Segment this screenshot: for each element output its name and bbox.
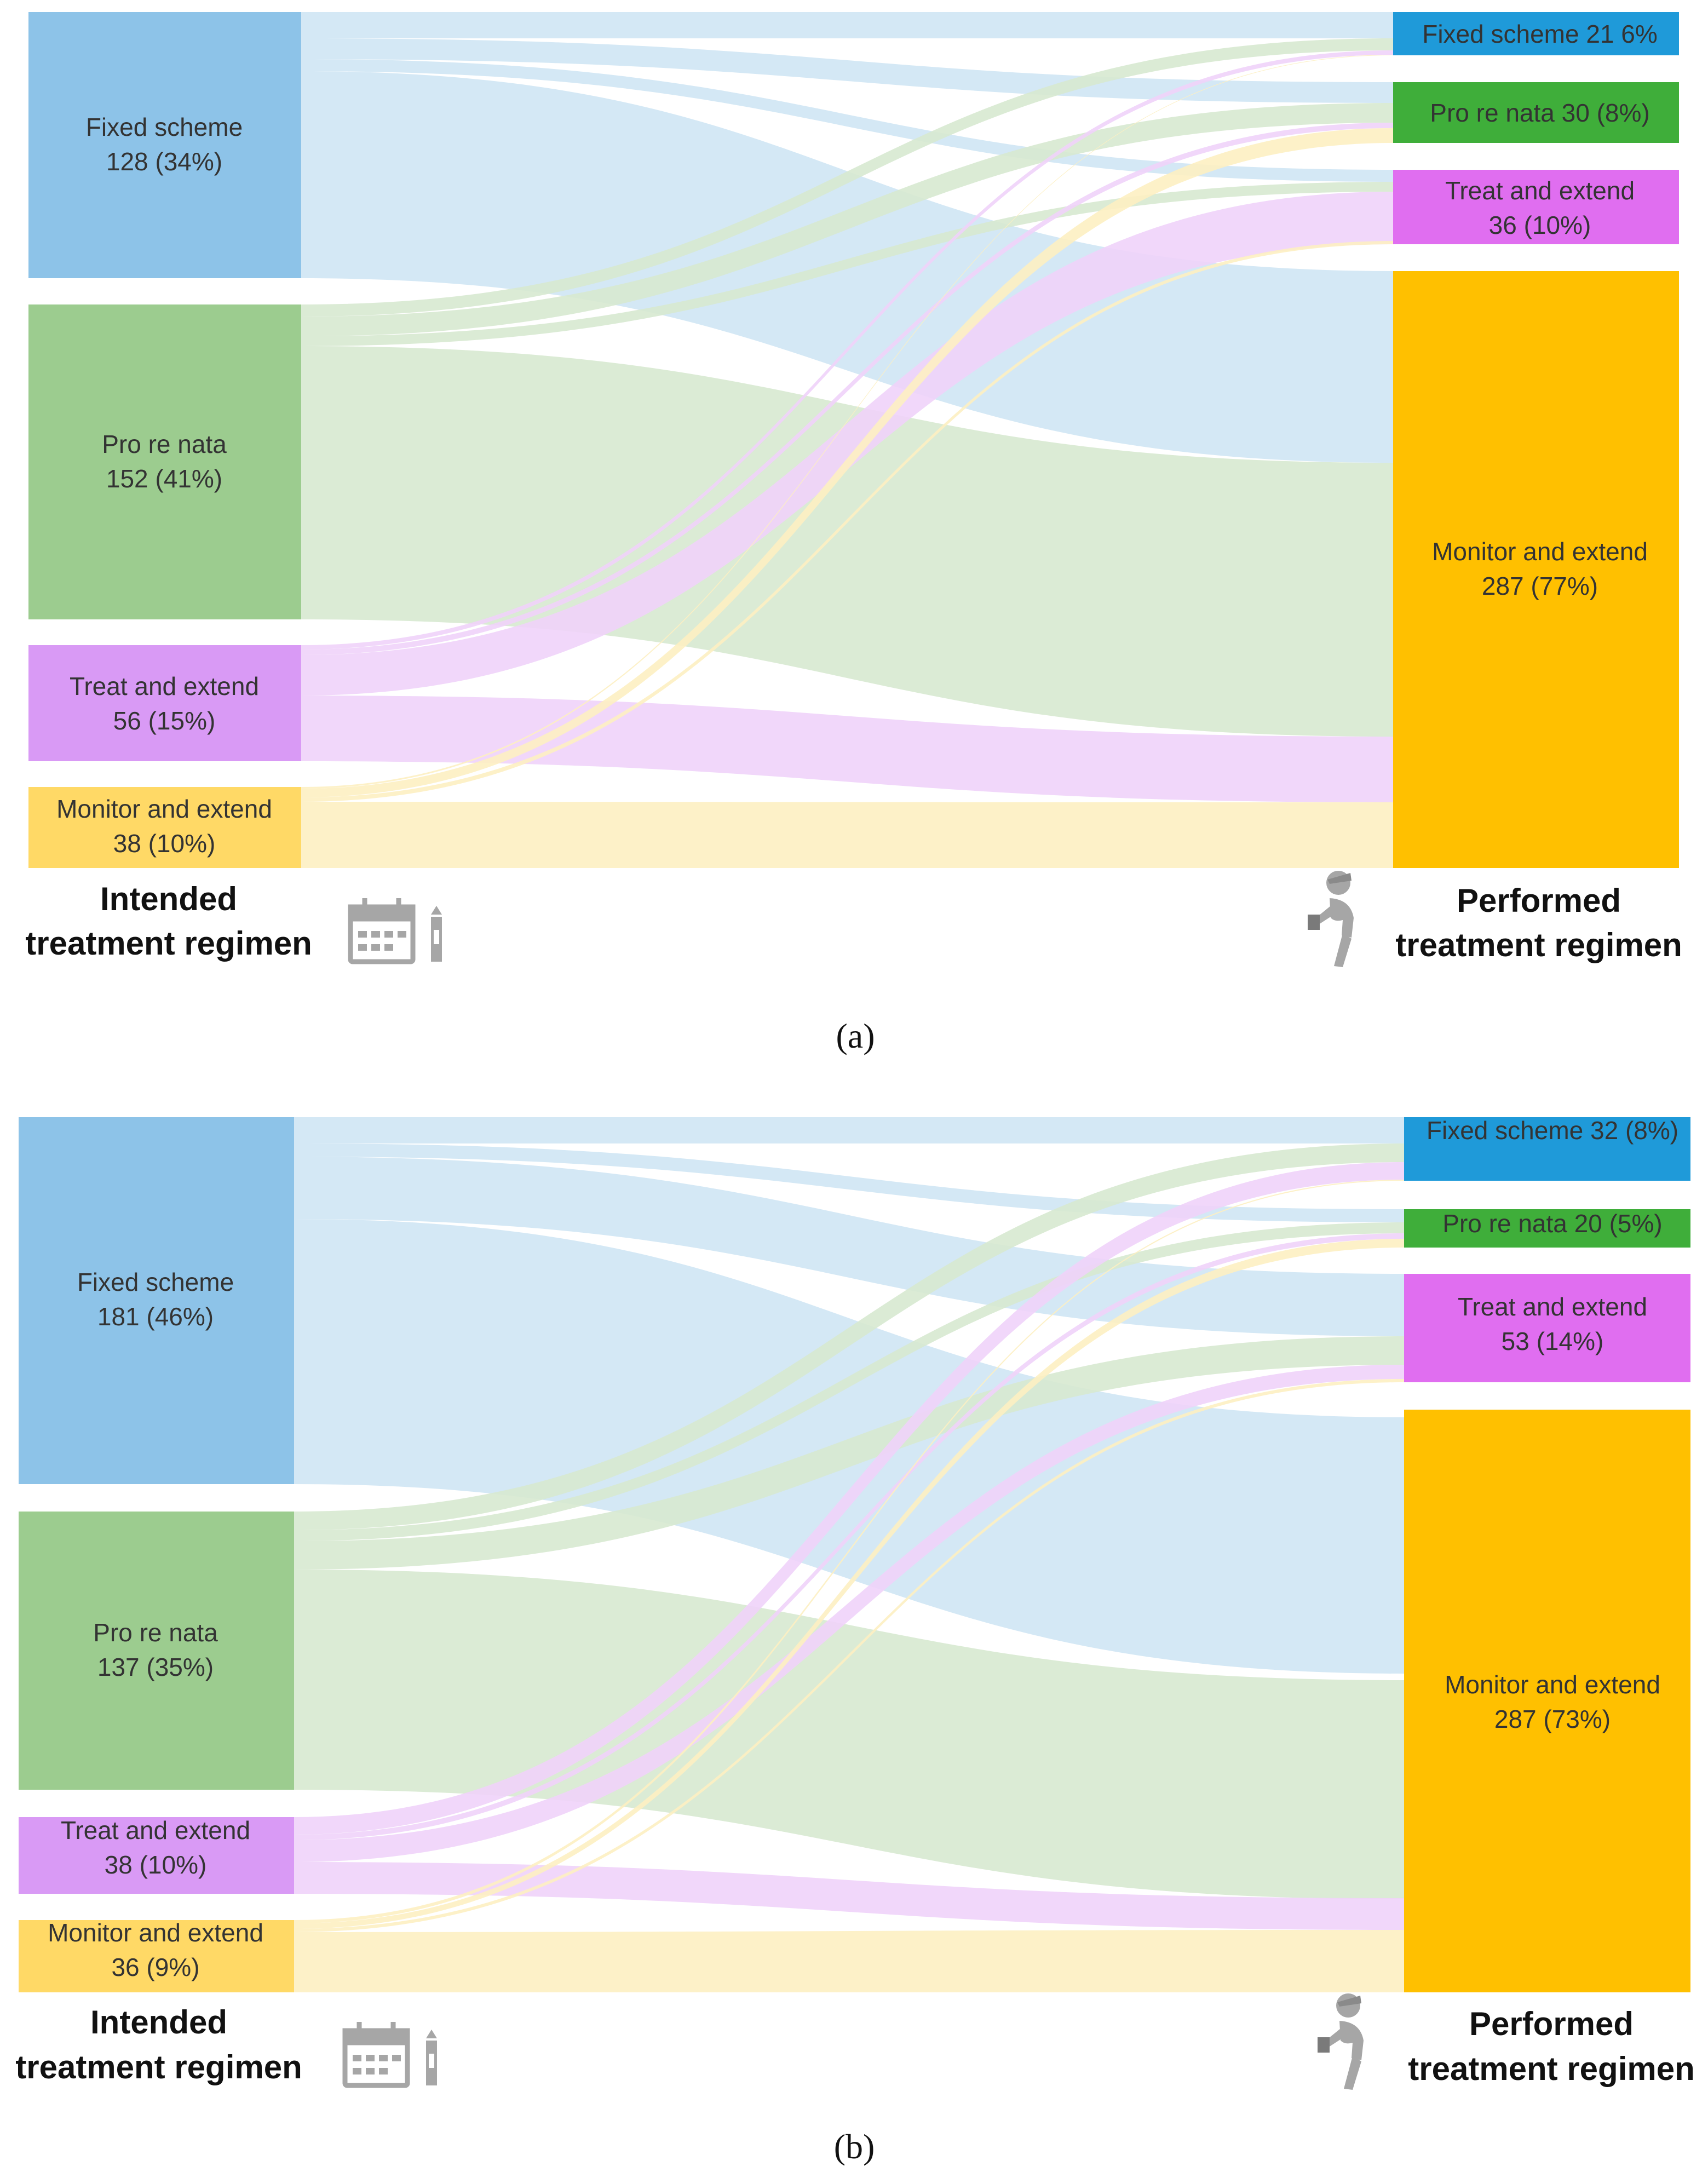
left-axis-title-line2: treatment regimen [15, 2049, 302, 2085]
left-node-value-monitor-and-extend: 38 (10%) [113, 829, 216, 858]
left-node-pro-re-nata [19, 1512, 294, 1790]
sankey-diagram-b: Fixed scheme 181 (46%) Pro re nata 137 (… [15, 1116, 1694, 2166]
right-node-fixed-scheme [1393, 12, 1679, 55]
flow-treat-and-extend-to-pro-re-nata [301, 123, 1393, 655]
right-node-fixed-scheme [1404, 1117, 1690, 1181]
left-axis-title-line2: treatment regimen [25, 925, 312, 962]
left-node-label-pro-re-nata: Pro re nata [102, 430, 227, 458]
right-node-label-monitor-and-extend: Monitor and extend [1432, 537, 1648, 566]
nodes-a [28, 12, 1679, 868]
right-node-value-monitor-and-extend: 287 (77%) [1482, 572, 1598, 600]
right-axis-title-line1: Performed [1457, 882, 1621, 919]
left-node-label-fixed-scheme: Fixed scheme [77, 1268, 234, 1296]
left-node-value-pro-re-nata: 152 (41%) [106, 464, 222, 493]
flow-pro-re-nata-to-pro-re-nata [301, 103, 1393, 336]
calendar-icon [342, 2022, 410, 2088]
right-node-label-treat-and-extend: Treat and extend [1445, 176, 1635, 205]
flow-treat-and-extend-to-monitor-and-extend [294, 1862, 1404, 1930]
flow-pro-re-nata-to-treat-and-extend [294, 1336, 1404, 1570]
pencil-icon [431, 906, 442, 962]
right-node-label-pro-re-nata: Pro re nata 20 (5%) [1442, 1209, 1662, 1238]
left-node-value-monitor-and-extend: 36 (9%) [111, 1953, 199, 1981]
flow-fixed-scheme-to-pro-re-nata [294, 1143, 1404, 1222]
flow-monitor-and-extend-to-treat-and-extend [294, 1379, 1404, 1932]
flow-treat-and-extend-to-treat-and-extend [301, 192, 1393, 696]
pencil-icon [426, 2030, 437, 2085]
flow-treat-and-extend-to-fixed-scheme [294, 1162, 1404, 1835]
flow-monitor-and-extend-to-monitor-and-extend [294, 1930, 1404, 1992]
flow-monitor-and-extend-to-pro-re-nata [294, 1239, 1404, 1929]
sankey-panel-a: Fixed scheme 128 (34%) Pro re nata 152 (… [25, 12, 1682, 1055]
flow-pro-re-nata-to-fixed-scheme [294, 1143, 1404, 1530]
flow-monitor-and-extend-to-monitor-and-extend [301, 802, 1393, 868]
left-node-label-treat-and-extend: Treat and extend [61, 1816, 250, 1844]
flow-treat-and-extend-to-treat-and-extend [294, 1365, 1404, 1862]
right-axis-title-line2: treatment regimen [1395, 927, 1682, 963]
person-icon [1308, 871, 1354, 967]
right-axis-title-line2: treatment regimen [1408, 2050, 1694, 2087]
right-node-monitor-and-extend [1404, 1410, 1690, 1992]
flows-b [294, 1117, 1404, 1992]
flow-treat-and-extend-to-fixed-scheme [301, 50, 1393, 650]
left-node-fixed-scheme [28, 12, 301, 278]
left-node-value-fixed-scheme: 128 (34%) [106, 147, 222, 176]
flow-monitor-and-extend-to-pro-re-nata [301, 128, 1393, 797]
left-axis-title-line1: Intended [100, 881, 237, 917]
panel-caption: (a) [836, 1016, 875, 1055]
left-node-label-monitor-and-extend: Monitor and extend [56, 795, 272, 823]
left-axis-title-line1: Intended [90, 2004, 227, 2041]
flow-fixed-scheme-to-pro-re-nata [301, 38, 1393, 103]
left-node-label-fixed-scheme-value: 181 (46%) [97, 1302, 214, 1331]
flow-monitor-and-extend-to-treat-and-extend [301, 241, 1393, 802]
flow-fixed-scheme-to-fixed-scheme [301, 12, 1393, 38]
left-node-fixed-scheme [19, 1117, 294, 1484]
flows-a [301, 12, 1393, 868]
right-node-treat-and-extend [1393, 170, 1679, 244]
left-node-value-treat-and-extend: 56 (15%) [113, 706, 216, 735]
person-icon [1318, 1993, 1364, 2090]
flow-treat-and-extend-to-pro-re-nata [294, 1233, 1404, 1840]
flow-pro-re-nata-to-treat-and-extend [301, 182, 1393, 346]
right-axis-title-line1: Performed [1469, 2005, 1634, 2042]
right-node-label-fixed-scheme: Fixed scheme 32 (8%) [1427, 1116, 1678, 1145]
flow-pro-re-nata-to-fixed-scheme [301, 38, 1393, 317]
right-node-label-pro-re-nata: Pro re nata 30 (8%) [1430, 99, 1649, 127]
left-node-label-pro-re-nata: Pro re nata [93, 1618, 218, 1647]
left-node-treat-and-extend [19, 1817, 294, 1894]
flow-fixed-scheme-to-treat-and-extend [301, 59, 1393, 182]
left-node-label-treat-and-extend: Treat and extend [70, 672, 259, 700]
flow-fixed-scheme-to-treat-and-extend [294, 1157, 1404, 1336]
calendar-icon [348, 898, 416, 964]
right-node-pro-re-nata [1393, 82, 1679, 143]
right-node-value-treat-and-extend: 36 (10%) [1489, 211, 1591, 239]
right-node-value-treat-and-extend: 53 (14%) [1502, 1327, 1604, 1355]
right-node-monitor-and-extend [1393, 271, 1679, 868]
flow-monitor-and-extend-to-fixed-scheme [301, 55, 1393, 789]
sankey-panel-b: Fixed scheme 181 (46%) Pro re nata 137 (… [0, 1089, 1708, 2177]
flow-pro-re-nata-to-pro-re-nata [294, 1222, 1404, 1541]
left-node-monitor-and-extend [28, 787, 301, 868]
flow-monitor-and-extend-to-fixed-scheme [294, 1180, 1404, 1923]
left-node-label-fixed-scheme: Fixed scheme [86, 113, 243, 141]
left-node-treat-and-extend [28, 645, 301, 761]
left-node-monitor-and-extend [19, 1920, 294, 1992]
left-node-pro-re-nata [28, 304, 301, 619]
right-node-label-monitor-and-extend: Monitor and extend [1445, 1670, 1660, 1699]
left-node-label-monitor-and-extend: Monitor and extend [48, 1918, 263, 1947]
right-node-label-treat-and-extend: Treat and extend [1458, 1292, 1647, 1321]
left-node-value-treat-and-extend: 38 (10%) [105, 1851, 207, 1879]
panel-caption: (b) [834, 2127, 875, 2166]
right-node-treat-and-extend [1404, 1274, 1690, 1382]
right-node-label-fixed-scheme: Fixed scheme 21 6% [1422, 20, 1658, 48]
left-node-value-pro-re-nata: 137 (35%) [97, 1653, 214, 1681]
flow-pro-re-nata-to-monitor-and-extend [301, 346, 1393, 737]
nodes-b [19, 1117, 1690, 1992]
flow-pro-re-nata-to-monitor-and-extend [294, 1570, 1404, 1899]
right-node-value-monitor-and-extend: 287 (73%) [1494, 1705, 1611, 1733]
sankey-diagram-a: Fixed scheme 128 (34%) Pro re nata 152 (… [25, 12, 1682, 1055]
right-node-pro-re-nata [1404, 1209, 1690, 1248]
flow-fixed-scheme-to-fixed-scheme [294, 1117, 1404, 1143]
